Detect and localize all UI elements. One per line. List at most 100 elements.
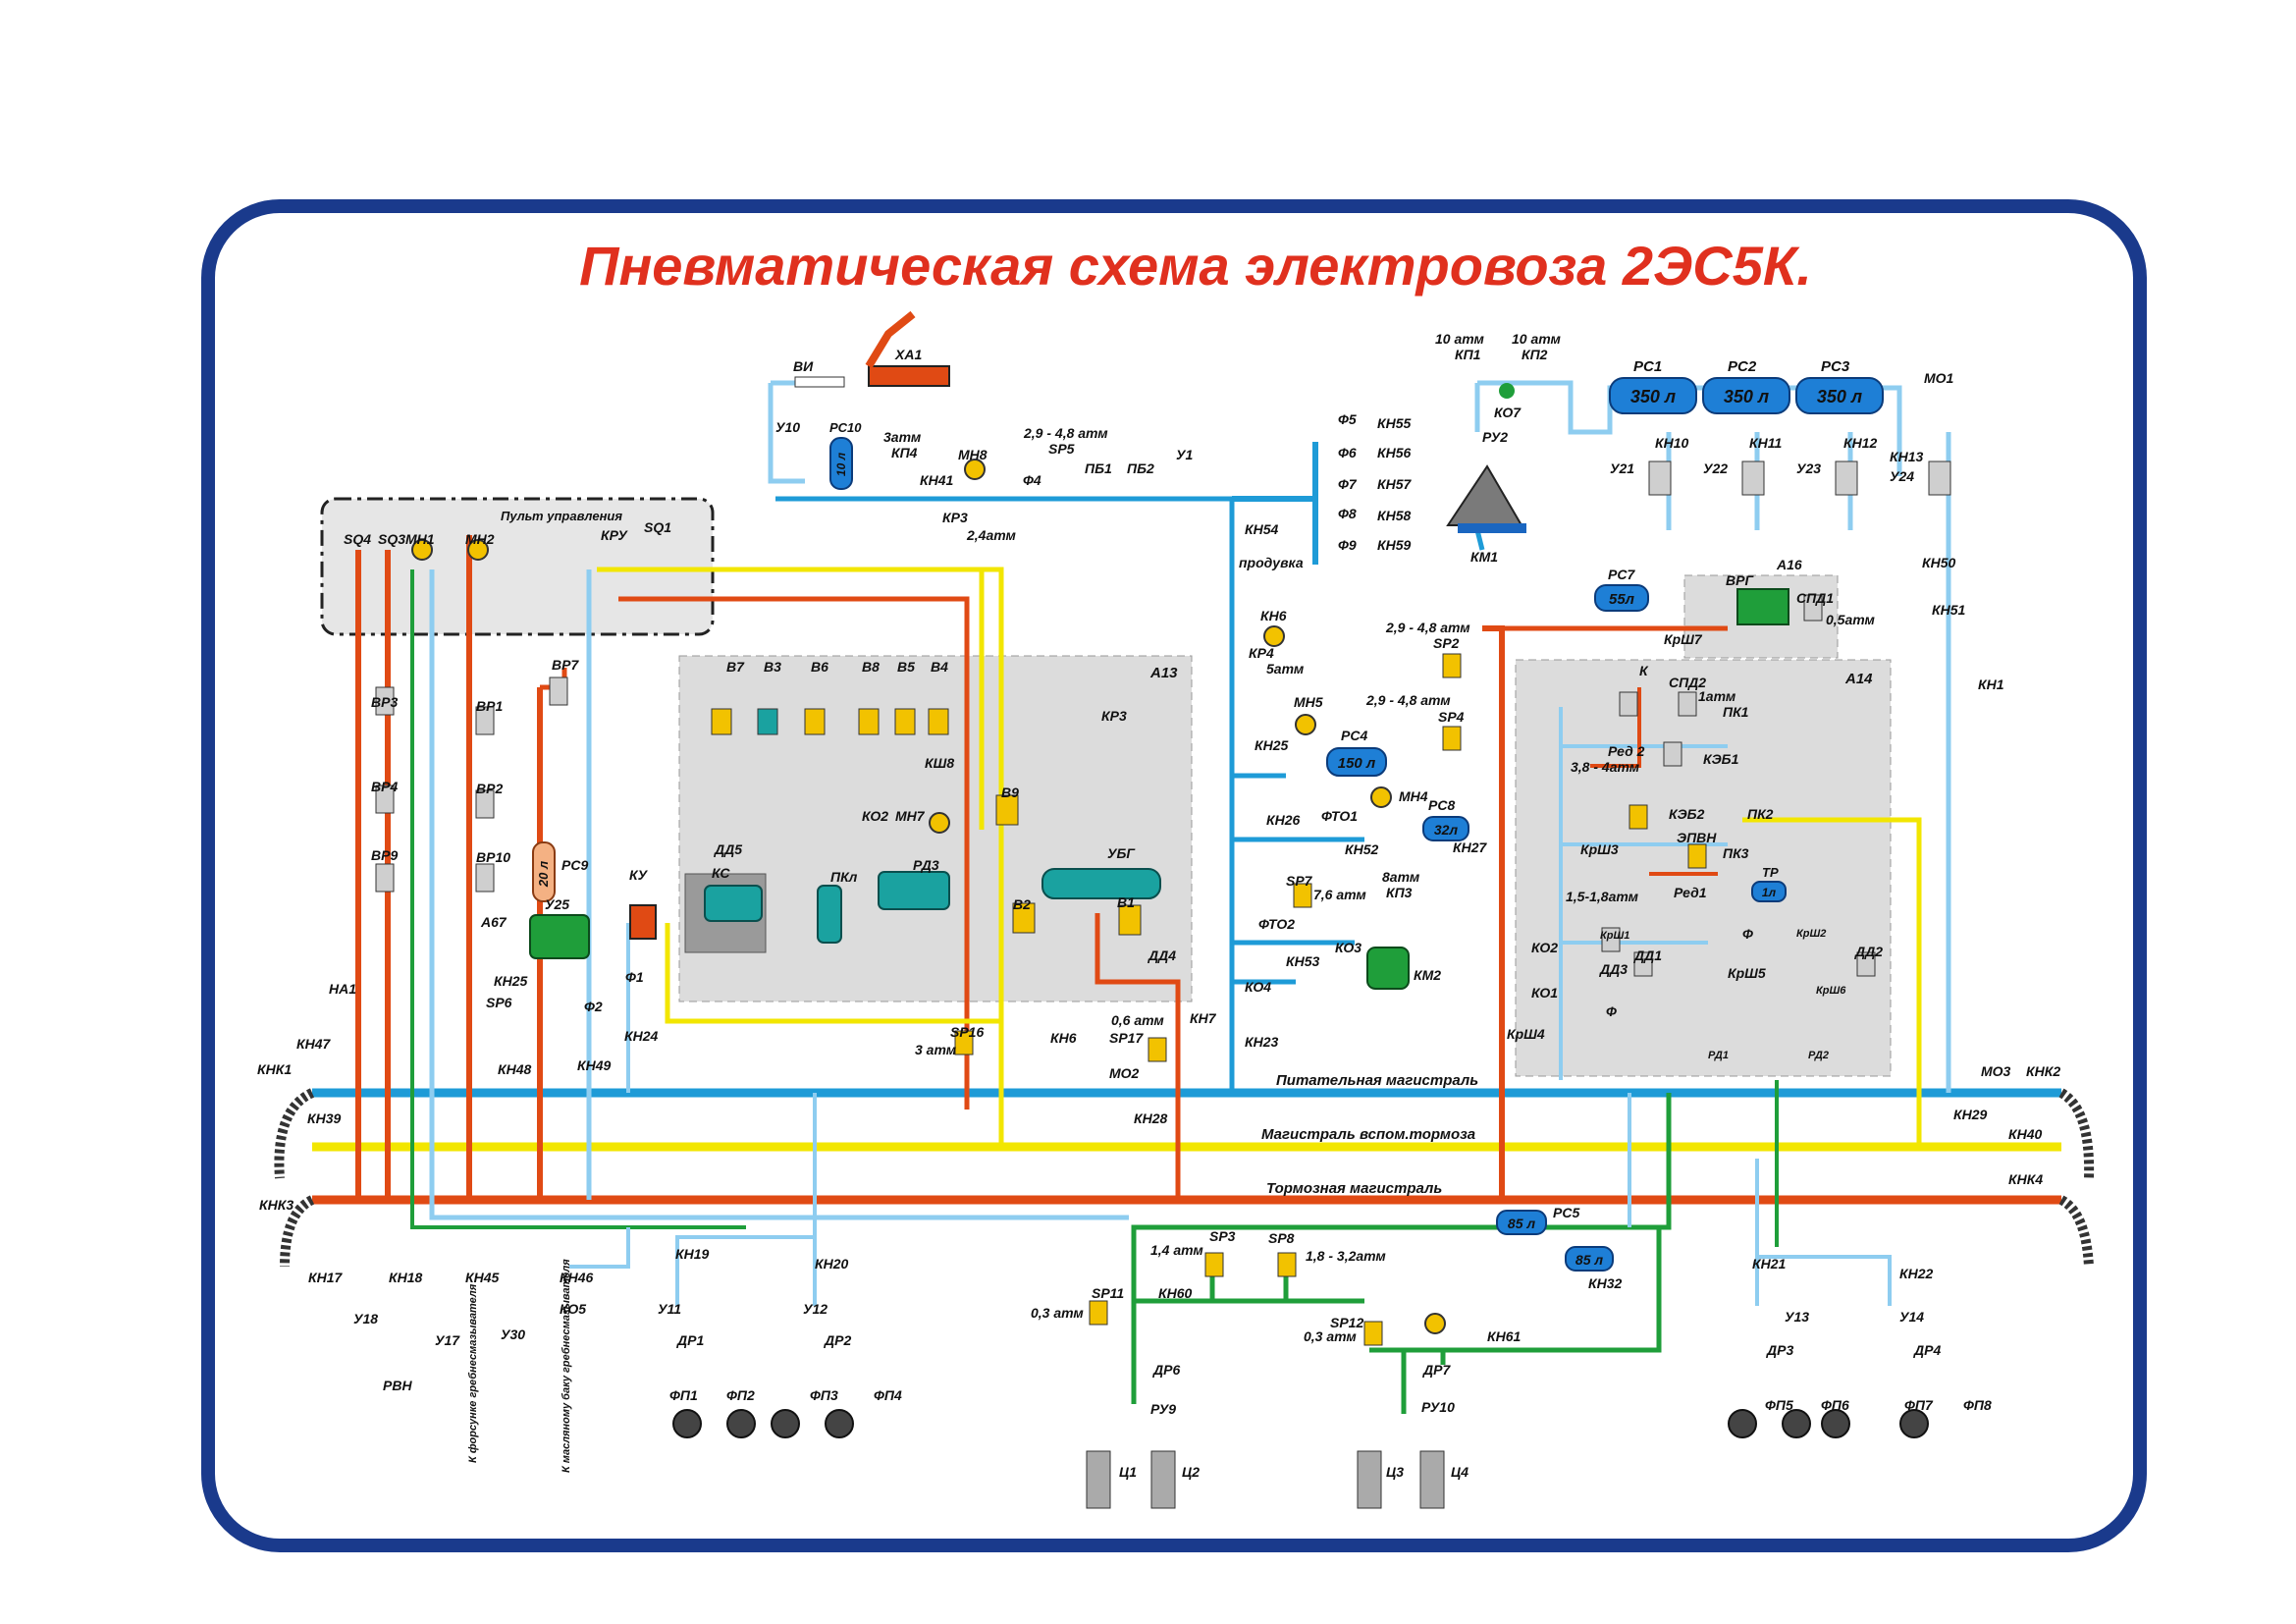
label-kn10: КН10 bbox=[1655, 435, 1689, 451]
label-u30: У30 bbox=[501, 1326, 525, 1342]
label-b3: В3 bbox=[764, 659, 781, 675]
tank-rs2-id: РС2 bbox=[1728, 358, 1757, 375]
label-pkl: ПКл bbox=[830, 869, 858, 885]
wheels bbox=[672, 1409, 1929, 1438]
block-a13-label: А13 bbox=[1149, 665, 1178, 681]
label-krsh6: КрШ6 bbox=[1816, 985, 1846, 997]
label-u25: У25 bbox=[545, 896, 569, 912]
tank-tr-vol: 1л bbox=[1762, 886, 1777, 899]
label-rd3: РД3 bbox=[913, 857, 939, 873]
label-f8: Ф8 bbox=[1338, 506, 1357, 521]
label-red2: Ред 2 bbox=[1608, 743, 1645, 759]
small-valves bbox=[375, 460, 1951, 1346]
tank-rs1-vol: 350 л bbox=[1630, 387, 1676, 406]
label-dd5: ДД5 bbox=[714, 841, 742, 857]
label-sp5p: 2,9 - 4,8 атм bbox=[1023, 425, 1108, 441]
label-mn2: МН2 bbox=[465, 531, 495, 547]
vrg-unit bbox=[1736, 588, 1789, 625]
label-ko4: КО4 bbox=[1245, 979, 1271, 995]
ku-valve bbox=[629, 904, 657, 940]
label-mn5: МН5 bbox=[1294, 694, 1323, 710]
tank-tr-id: ТР bbox=[1762, 865, 1779, 880]
label-b2: В2 bbox=[1013, 896, 1031, 912]
label-u23: У23 bbox=[1796, 460, 1821, 476]
label-mo1: МО1 bbox=[1924, 370, 1954, 386]
label-f1: Ф1 bbox=[625, 969, 644, 985]
label-fp1: ФП1 bbox=[669, 1387, 698, 1403]
ubg-unit bbox=[1041, 868, 1161, 899]
label-sp16: SP16 bbox=[950, 1024, 984, 1040]
u25-unit bbox=[529, 914, 590, 959]
label-kn50: КН50 bbox=[1922, 555, 1956, 570]
label-kn19: КН19 bbox=[675, 1246, 710, 1262]
label-u17: У17 bbox=[435, 1332, 460, 1348]
label-rvn: РВН bbox=[383, 1378, 412, 1393]
label-vr4: ВР4 bbox=[371, 779, 398, 794]
label-sp2p: 2,9 - 4,8 атм bbox=[1385, 620, 1470, 635]
label-fp3: ФП3 bbox=[810, 1387, 838, 1403]
rd3-unit bbox=[878, 871, 950, 910]
label-mn1: МН1 bbox=[405, 531, 435, 547]
label-sq4: SQ4 bbox=[344, 531, 371, 547]
label-dd4: ДД4 bbox=[1148, 947, 1176, 963]
label-kn60: КН60 bbox=[1158, 1285, 1193, 1301]
label-red1: Ред1 bbox=[1674, 885, 1707, 900]
label-b9: В9 bbox=[1001, 785, 1019, 800]
label-kn25b: КН25 bbox=[1255, 737, 1289, 753]
label-kn20: КН20 bbox=[815, 1256, 849, 1272]
label-pb1: ПБ1 bbox=[1085, 460, 1112, 476]
label-ru2: РУ2 bbox=[1482, 429, 1508, 445]
label-pb2: ПБ2 bbox=[1127, 460, 1154, 476]
label-u12: У12 bbox=[803, 1301, 828, 1317]
panel-label: Пульт управления bbox=[501, 509, 622, 523]
label-kn32: КН32 bbox=[1588, 1275, 1623, 1291]
label-ku: КУ bbox=[629, 867, 649, 883]
label-vr9: ВР9 bbox=[371, 847, 398, 863]
label-ko5: КО5 bbox=[560, 1301, 586, 1317]
label-mn4: МН4 bbox=[1399, 788, 1428, 804]
label-red1p: 1,5-1,8атм bbox=[1566, 889, 1639, 904]
hose-right-top bbox=[2058, 1088, 2095, 1179]
label-kr3: КР3 bbox=[942, 510, 968, 525]
label-f4: Ф4 bbox=[1023, 472, 1041, 488]
label-sq3: SQ3 bbox=[378, 531, 405, 547]
label-kn56: КН56 bbox=[1377, 445, 1412, 460]
label-ko3: КО3 bbox=[1335, 940, 1362, 955]
label-kn21: КН21 bbox=[1752, 1256, 1787, 1272]
label-sp3: SP3 bbox=[1209, 1228, 1236, 1244]
label-krsh4: КрШ4 bbox=[1507, 1026, 1545, 1042]
label-sq1: SQ1 bbox=[644, 519, 671, 535]
label-sp8: SP8 bbox=[1268, 1230, 1295, 1246]
label-sp7p: 7,6 атм bbox=[1313, 887, 1366, 902]
tank-tr bbox=[1751, 881, 1787, 902]
label-sp7: SP7 bbox=[1286, 873, 1313, 889]
label-kn39: КН39 bbox=[307, 1110, 342, 1126]
label-kn29: КН29 bbox=[1953, 1107, 1988, 1122]
tank-rs7 bbox=[1594, 584, 1649, 612]
brake-main-label: Тормозная магистраль bbox=[1266, 1180, 1442, 1197]
label-c4: Ц4 bbox=[1451, 1464, 1468, 1480]
tank-rs8 bbox=[1422, 816, 1469, 841]
tank-rs10-vol: 10 л bbox=[834, 452, 848, 476]
label-kp3: КП3 bbox=[1386, 885, 1413, 900]
ks-inner bbox=[704, 885, 763, 922]
label-b8: В8 bbox=[862, 659, 880, 675]
tank-rs8-vol: 32л bbox=[1434, 822, 1459, 838]
label-kn46: КН46 bbox=[560, 1270, 594, 1285]
label-ru10: РУ10 bbox=[1421, 1399, 1455, 1415]
label-dd1: ДД1 bbox=[1633, 947, 1662, 963]
label-sp12p: 0,3 атм bbox=[1304, 1328, 1357, 1344]
tank-rs7-vol: 55л bbox=[1609, 591, 1635, 608]
tank-rs5 bbox=[1496, 1210, 1547, 1235]
label-f6: Ф6 bbox=[1338, 445, 1357, 460]
label-mo3: МО3 bbox=[1981, 1063, 2011, 1079]
label-sp16p: 3 атм bbox=[915, 1042, 957, 1057]
label-kn26: КН26 bbox=[1266, 812, 1301, 828]
label-f2: Ф2 bbox=[584, 999, 603, 1014]
label-fp7: ФП7 bbox=[1904, 1397, 1934, 1413]
label-sp4: SP4 bbox=[1438, 709, 1465, 725]
label-kn24: КН24 bbox=[624, 1028, 659, 1044]
label-fa14: Ф bbox=[1742, 926, 1753, 942]
label-ubg: УБГ bbox=[1107, 845, 1136, 861]
label-sp6: SP6 bbox=[486, 995, 512, 1010]
